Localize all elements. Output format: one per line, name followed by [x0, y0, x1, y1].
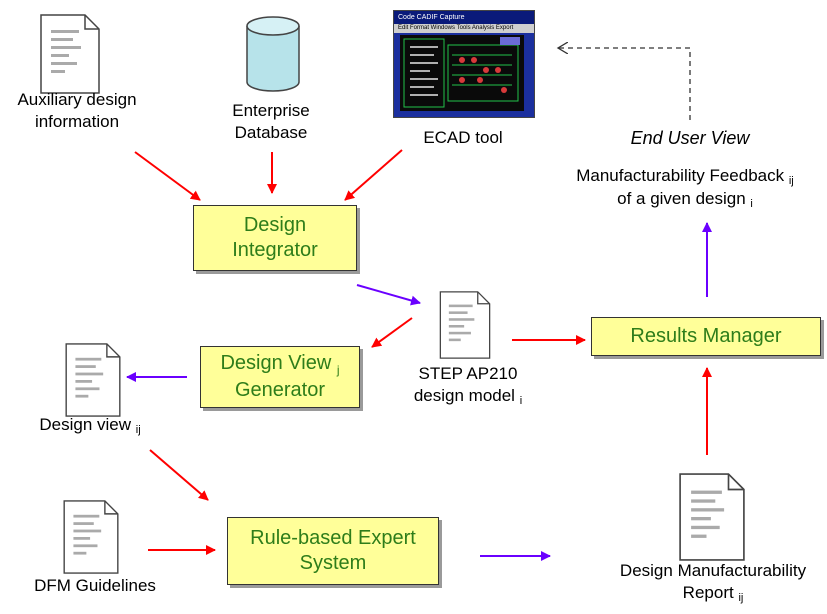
- end-user-view-label: End User View: [630, 128, 750, 148]
- arrow-integrator-to-model: [356, 284, 421, 306]
- document-icon: [679, 473, 745, 561]
- design-integrator-line2: Integrator: [232, 239, 318, 261]
- arrow-model-to-viewgen: [371, 317, 413, 348]
- arrow-feedback-to-ecad: [558, 48, 691, 120]
- arrow-ecad-to-integrator: [344, 149, 403, 201]
- results-manager-box: Results Manager: [591, 317, 821, 356]
- arrow-designview-to-expert: [149, 449, 209, 501]
- rule-based-expert-system-box: Rule-based Expert System: [227, 517, 439, 585]
- feedback-line2-text: of a given design: [617, 189, 746, 209]
- ecad-canvas: [400, 35, 524, 111]
- feedback-sub2: i: [750, 198, 753, 211]
- document-icon: [63, 500, 119, 574]
- document-icon: [65, 343, 121, 417]
- document-icon: [439, 291, 491, 359]
- ecad-titlebar: Code CADIF Capture: [394, 11, 534, 24]
- dfm-guidelines-label: DFM Guidelines: [34, 576, 156, 595]
- arrow-aux-to-integrator: [134, 151, 201, 201]
- results-manager-label: Results Manager: [630, 325, 782, 347]
- enterprise-database-label: Enterprise Database: [232, 101, 310, 143]
- auxiliary-info-label: Auxiliary design information: [17, 90, 137, 132]
- feedback-sub1: ij: [788, 175, 794, 187]
- design-view-label: Design view ij: [20, 414, 160, 437]
- manufacturability-feedback-label: Manufacturability Feedback ij of a given…: [540, 165, 827, 212]
- design-view-generator-sub: j: [336, 363, 340, 377]
- report-line2-text: Report: [682, 583, 734, 603]
- step-line1: STEP AP210: [418, 364, 518, 383]
- database-icon: [246, 16, 300, 92]
- ecad-screenshot: Code CADIF Capture Edit Format Windows T…: [393, 10, 535, 118]
- step-line2-text: design model: [413, 386, 515, 406]
- expert-system-line1: Rule-based Expert: [250, 527, 416, 549]
- design-view-text: Design view: [39, 415, 132, 434]
- pcb-layout-graphic: [403, 37, 520, 108]
- step-sub: i: [519, 395, 523, 408]
- design-view-generator-line2: Generator: [234, 379, 326, 401]
- ecad-tool-label: ECAD tool: [423, 128, 503, 147]
- design-manufacturability-report-label: Design Manufacturability Report ij: [600, 560, 826, 605]
- design-integrator-box: Design Integrator: [193, 205, 357, 271]
- report-sub: ij: [738, 592, 744, 605]
- expert-system-line2: System: [299, 552, 367, 574]
- ecad-menubar: Edit Format Windows Tools Analysis Expor…: [394, 24, 534, 33]
- design-view-generator-box: Design View j Generator: [200, 346, 360, 408]
- report-line1: Design Manufacturability: [619, 561, 807, 580]
- document-icon: [40, 14, 100, 94]
- feedback-line1-text: Manufacturability Feedback: [576, 166, 785, 185]
- design-integrator-line1: Design: [243, 214, 307, 236]
- design-view-generator-line1: Design View j: [220, 351, 339, 378]
- step-model-label: STEP AP210 design model i: [398, 363, 538, 408]
- design-view-generator-text: Design View: [220, 352, 332, 374]
- design-view-sub: ij: [135, 424, 141, 436]
